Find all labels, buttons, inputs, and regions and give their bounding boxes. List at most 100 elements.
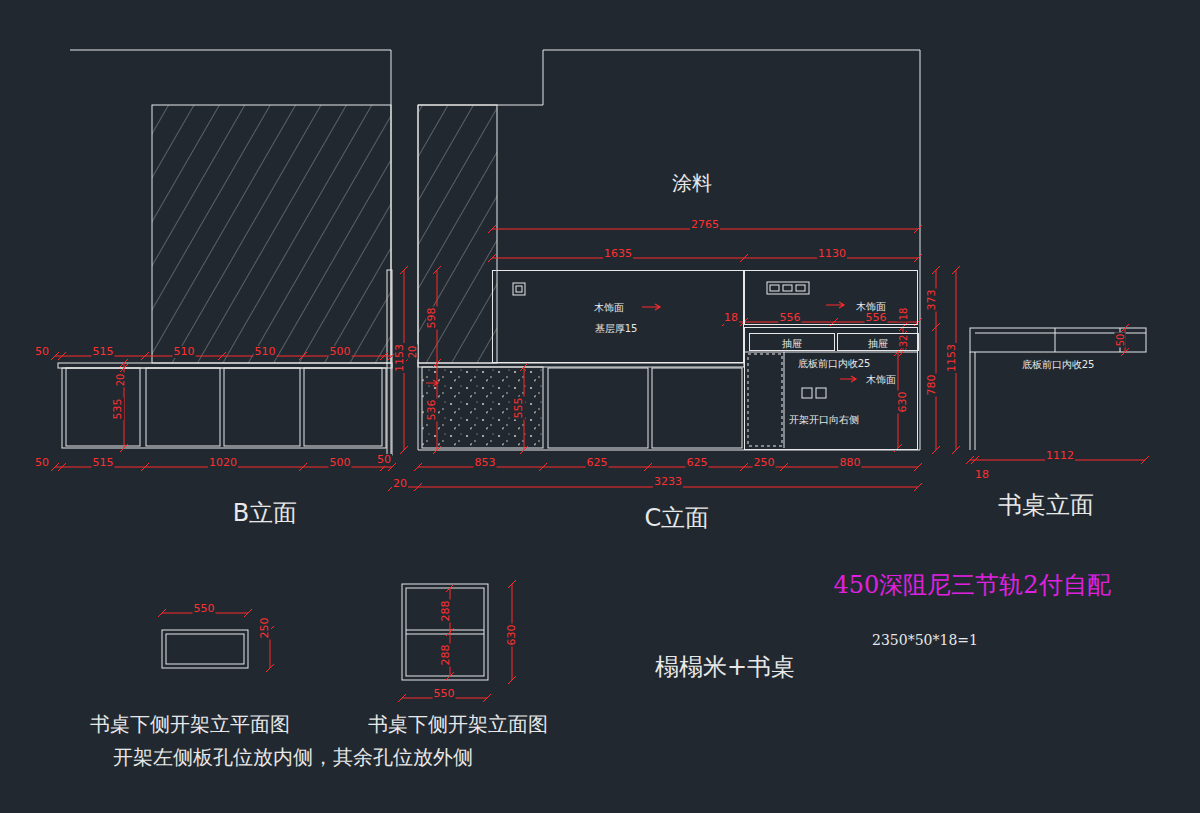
dimension-line: [1121, 348, 1129, 356]
dimension-text: 50: [34, 457, 50, 469]
dimension-line: [914, 463, 922, 471]
dimension-line: [446, 672, 454, 680]
dimension-text: 18: [723, 312, 739, 324]
dimension-line: [400, 446, 408, 454]
dimension-text: 3233: [653, 476, 683, 488]
dimension-text: 536: [426, 399, 438, 422]
dimension-line: [644, 463, 652, 471]
section-title: B立面: [232, 500, 298, 526]
dimension-line: [508, 580, 516, 588]
dimension-text: 20: [115, 373, 126, 388]
dimension-line: [952, 266, 960, 274]
dimension-text: 1020: [208, 457, 238, 469]
dimension-text: 630: [506, 624, 518, 647]
dimension-text: 2765: [690, 219, 720, 231]
dimension-text: 50: [376, 454, 392, 466]
dimension-line: [437, 270, 438, 450]
section-title: C立面: [644, 505, 711, 531]
dimension-text: 250: [259, 617, 271, 640]
dimension-text: 515: [92, 346, 115, 358]
dimension-text: 550: [193, 603, 216, 615]
outlines: [58, 50, 1146, 680]
dimension-line: [971, 456, 979, 464]
dimension-line: [914, 225, 922, 233]
dimension-text: 535: [112, 398, 124, 421]
dimension-text: 250: [753, 457, 776, 469]
dimension-line: [932, 266, 940, 274]
dimension-lines: [51, 225, 1149, 702]
dimension-text: 630: [897, 391, 909, 414]
drawer: 抽屉: [837, 333, 919, 351]
dimension-text: 780: [926, 374, 938, 397]
dimension-text: 510: [254, 346, 277, 358]
dimension-text: 373: [926, 289, 938, 312]
view-title: 书桌下侧开架立面图: [367, 713, 549, 735]
open-cabinet: 底板前口内收25木饰面开架开口向右侧抽屉抽屉: [744, 327, 918, 450]
dimension-line: [380, 352, 388, 360]
panel-note: 抽屉: [782, 338, 802, 349]
dimension-line: [158, 609, 166, 617]
dimension-line: [508, 676, 516, 684]
dimension-line: [433, 446, 441, 454]
dimension-line: [58, 352, 66, 360]
red-arrows: [426, 302, 856, 386]
dimension-line: [299, 463, 307, 471]
section-title: 书桌立面: [997, 492, 1095, 518]
dimension-line: [58, 463, 66, 471]
dimension-line: [120, 364, 128, 372]
dimension-text: 515: [92, 457, 115, 469]
dimension-line: [299, 352, 307, 360]
dimension-line: [218, 352, 226, 360]
dimension-line: [244, 609, 252, 617]
dimension-text: 18: [974, 469, 990, 481]
dimension-line: [894, 444, 902, 452]
dimension-text: 550: [433, 688, 456, 700]
dimension-text: 556: [865, 312, 888, 324]
dimension-text: 1153: [394, 343, 406, 373]
panel-note: 基层厚15: [595, 323, 638, 334]
dimension-line: [1121, 324, 1129, 332]
dimension-line: [520, 446, 528, 454]
dimension-line: [726, 322, 918, 323]
dimension-text: 20: [392, 478, 408, 490]
dimension-line: [952, 446, 960, 454]
panel-note: 底板前口内收25: [798, 358, 871, 369]
dimension-line: [141, 463, 149, 471]
dimension-line: [894, 348, 902, 356]
dimension-line: [488, 225, 496, 233]
dimension-line: [780, 463, 788, 471]
panel-note: 木饰面: [866, 374, 896, 385]
dimension-line: [492, 258, 918, 259]
dimension-text: 625: [686, 457, 709, 469]
dimension-text: 625: [586, 457, 609, 469]
dimension-text: 853: [474, 457, 497, 469]
material-note: 涂料: [671, 172, 713, 194]
material-note: 底板前口内收25: [1021, 359, 1096, 370]
view-title: 书桌下侧开架立平面图: [89, 713, 291, 735]
dimension-text: 880: [839, 457, 862, 469]
dimension-line: [414, 483, 422, 491]
dimension-line: [483, 694, 491, 702]
dimension-line: [740, 254, 748, 262]
dimension-line: [266, 664, 274, 672]
dimension-text: 288: [440, 644, 452, 667]
wood-panel: 木饰面基层厚15: [492, 270, 744, 363]
dimension-text: 1635: [603, 248, 633, 260]
cut-list-note: 2350*50*18=1: [871, 633, 979, 648]
panel-note: 木饰面: [856, 301, 886, 312]
dimension-text: 50: [34, 346, 50, 358]
dimension-line: [446, 584, 454, 592]
dimension-line: [51, 463, 59, 471]
dimension-line: [539, 463, 547, 471]
section-title: 榻榻米+书桌: [654, 654, 796, 680]
dimension-line: [398, 694, 406, 702]
dimension-text: 500: [329, 346, 352, 358]
dimension-text: 500: [329, 457, 352, 469]
dimension-line: [120, 444, 128, 452]
panel-note: 抽屉: [868, 338, 888, 349]
dimension-text: 50: [1115, 333, 1126, 348]
dimension-line: [914, 483, 922, 491]
dimension-text: 288: [440, 600, 452, 623]
dimension-text: 555: [513, 397, 525, 420]
